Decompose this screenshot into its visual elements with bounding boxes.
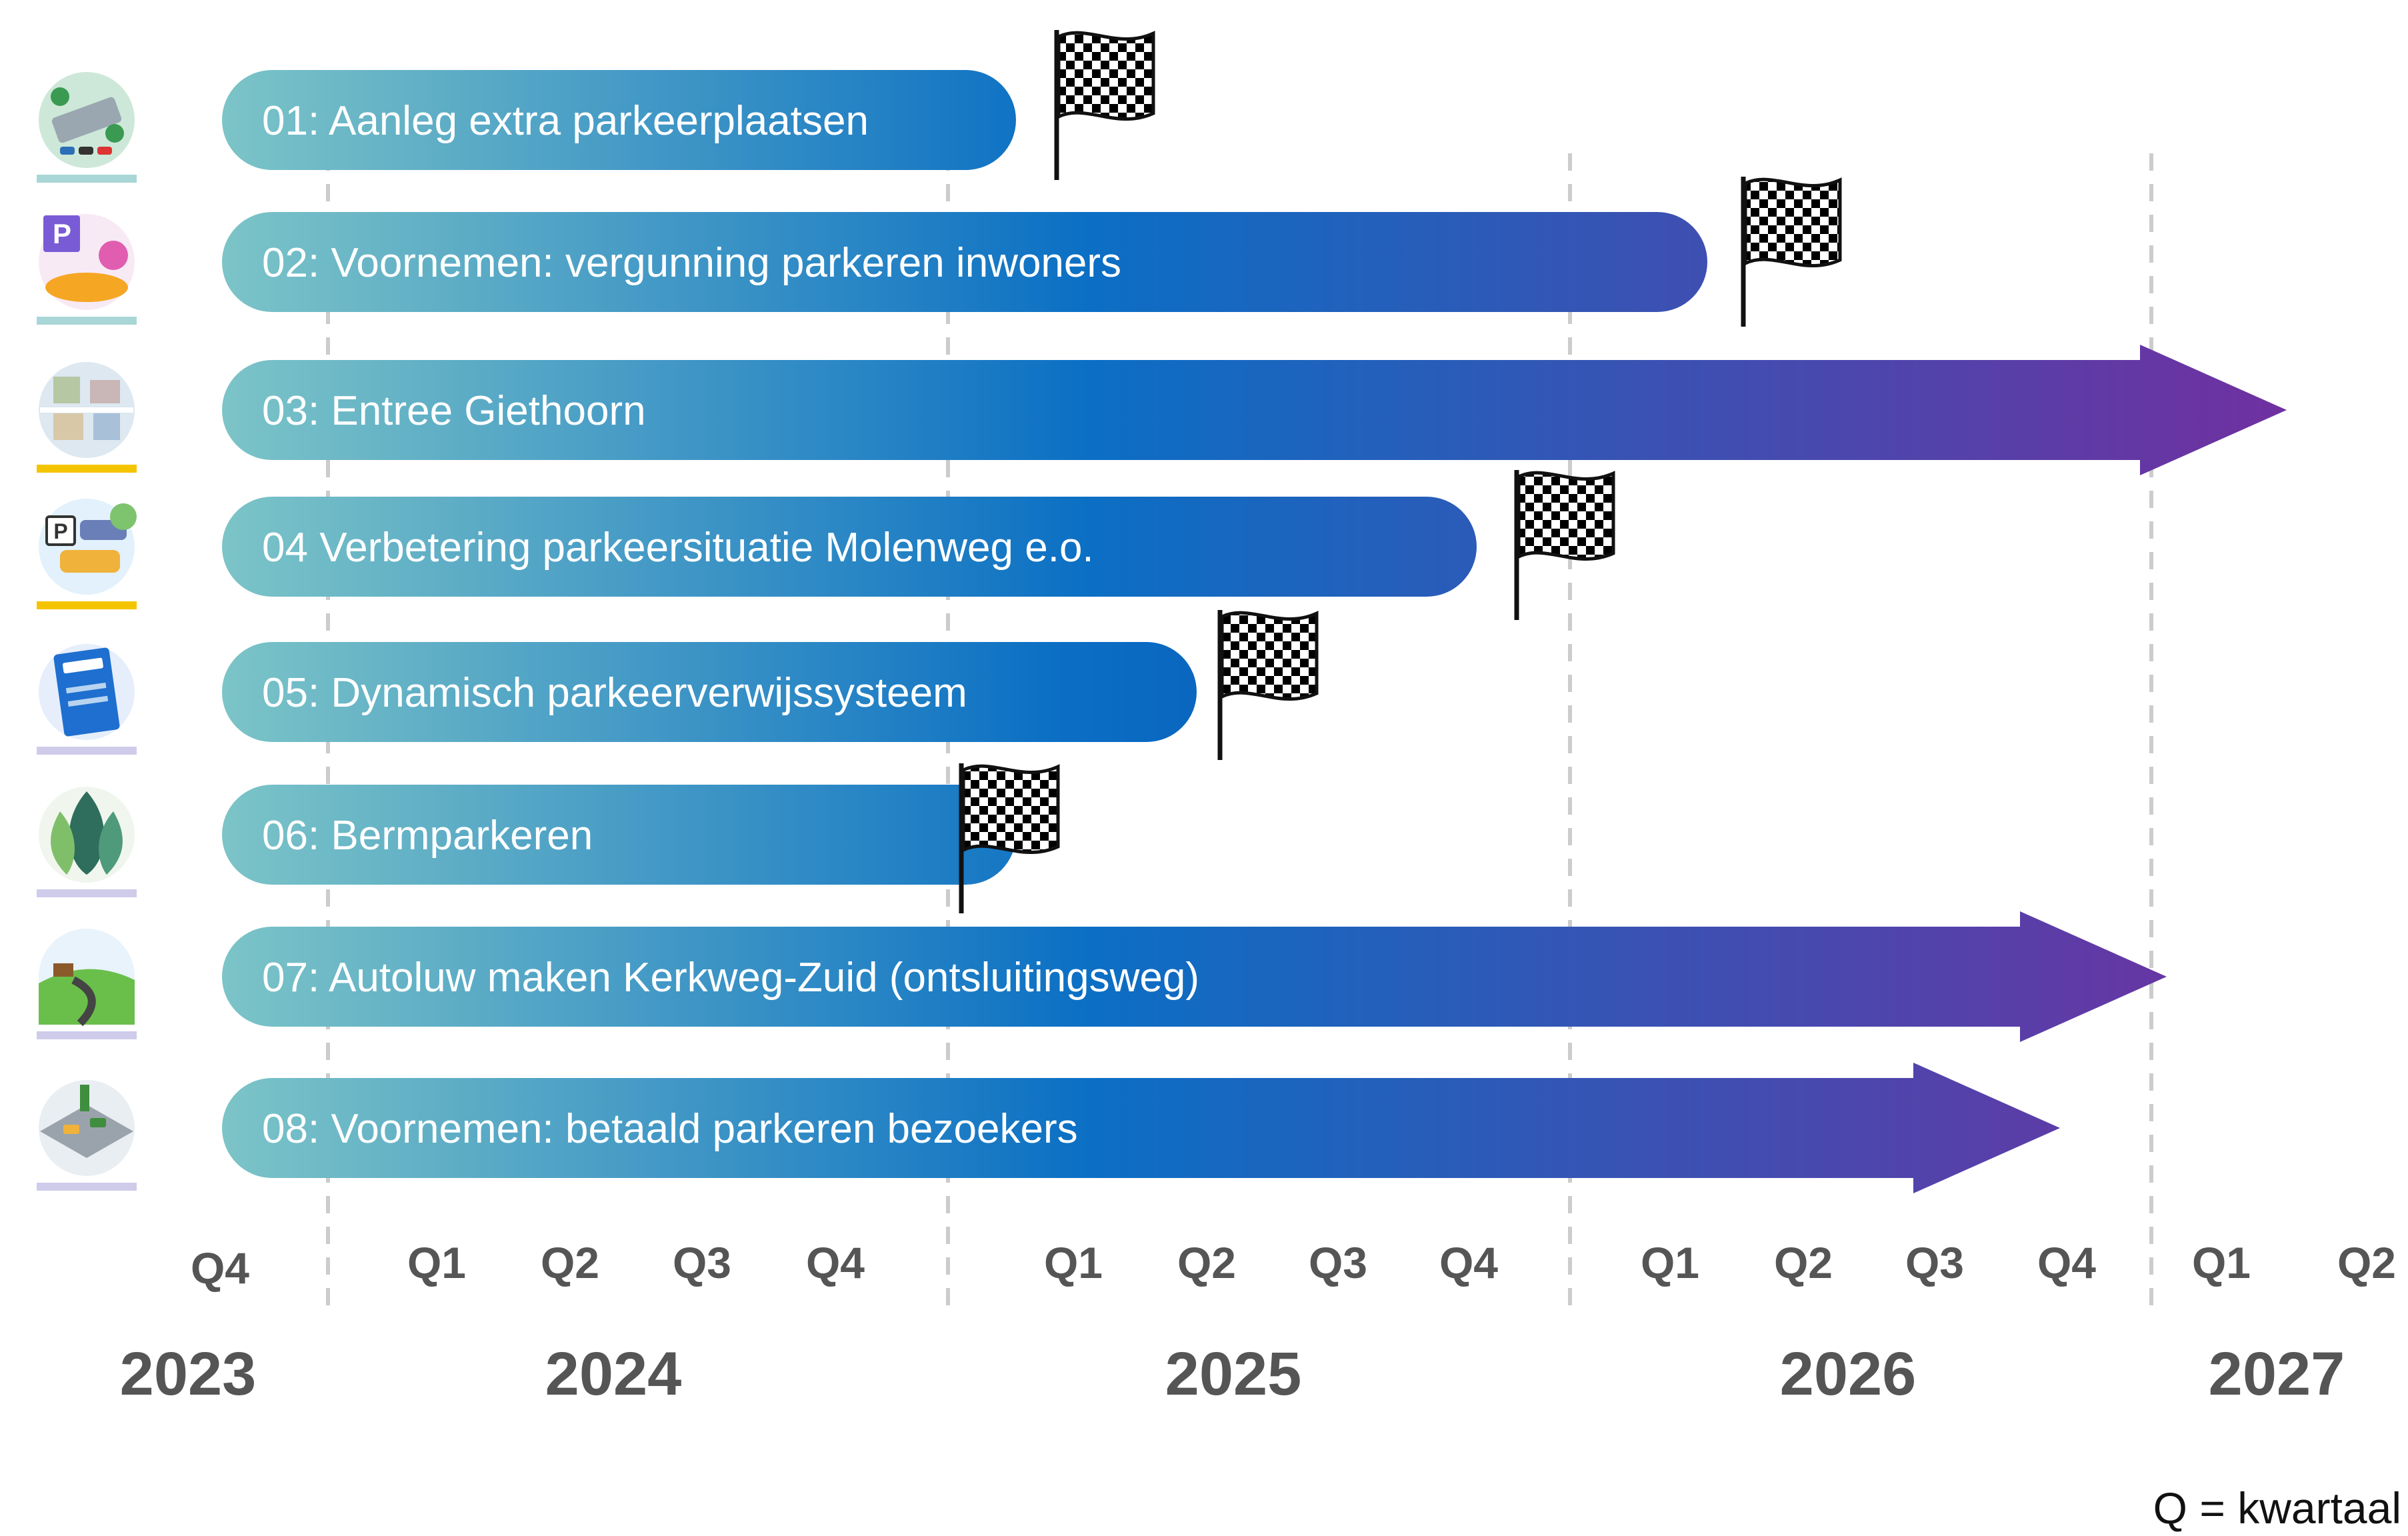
icon-underline [37, 317, 137, 325]
project-bar: 02: Voornemen: vergunning parkeren inwon… [222, 212, 1707, 312]
project-bar-label: 04 Verbetering parkeersituatie Molenweg … [262, 525, 1094, 571]
finish-flag-icon [1514, 470, 1615, 620]
project-bar: 08: Voornemen: betaald parkeren bezoeker… [222, 1063, 2060, 1193]
project-bar-label: 03: Entree Giethoorn [262, 388, 646, 434]
year-labels: 2023 2024 2025 2026 2027 [120, 1340, 2345, 1408]
project-bars: 01: Aanleg extra parkeerplaatsen 02: Voor… [222, 30, 2287, 1193]
project-bar: 04 Verbetering parkeersituatie Molenweg … [222, 497, 1477, 597]
icon-underline [37, 175, 137, 183]
project-bar-shape [222, 785, 1016, 885]
project-bar-shape [222, 345, 2287, 475]
finish-flag-icon [1217, 610, 1319, 760]
project-bar-label: 05: Dynamisch parkeerverwijssysteem [262, 670, 967, 716]
country-road-icon [37, 929, 137, 1039]
project-bar: 03: Entree Giethoorn [222, 345, 2287, 475]
icon-underline [37, 747, 137, 755]
project-bar: 07: Autoluw maken Kerkweg-Zuid (ontsluit… [222, 911, 2167, 1042]
project-bar-shape [222, 497, 1477, 597]
paid-parking-icon [37, 1080, 137, 1191]
quarter-legend-note: Q = kwartaal [2153, 1483, 2401, 1533]
year-label: 2024 [545, 1340, 682, 1408]
quarter-label: Q1 [1641, 1238, 1699, 1287]
quarter-label: Q2 [1774, 1238, 1833, 1287]
finish-flag-icon [959, 763, 1060, 913]
project-bar-label: 06: Bermparkeren [262, 813, 593, 859]
project-bar-label: 07: Autoluw maken Kerkweg-Zuid (ontsluit… [262, 955, 1199, 1001]
icon-underline [37, 465, 137, 473]
project-icons: PP [37, 72, 137, 1191]
project-bar-label: 01: Aanleg extra parkeerplaatsen [262, 98, 869, 144]
quarter-label: Q4 [806, 1238, 865, 1287]
icon-underline [37, 601, 137, 609]
year-label: 2026 [1780, 1340, 1917, 1408]
svg-text:P: P [53, 519, 67, 543]
project-bar-label: 02: Voornemen: vergunning parkeren inwon… [262, 240, 1121, 286]
finish-flag-icon [1054, 30, 1155, 180]
parking-permit-icon: P [37, 214, 137, 325]
quarter-label: Q2 [541, 1238, 599, 1287]
quarter-label: Q2 [1177, 1238, 1236, 1287]
finish-flag-icon [1741, 177, 1842, 327]
icon-underline [37, 1031, 137, 1039]
project-bar: 05: Dynamisch parkeerverwijssysteem [222, 642, 1197, 742]
project-bar-shape [222, 70, 1016, 170]
guidance-sign-icon [37, 644, 137, 755]
quarter-labels: Q4 Q1 Q2 Q3 Q4 Q1 Q2 Q3 Q4 Q1 Q2 Q3 Q4 Q1 Q2 [191, 1238, 2396, 1293]
project-bar: 06: Bermparkeren [222, 785, 1016, 885]
project-bar-shape [222, 212, 1707, 312]
quarter-label: Q2 [2337, 1238, 2396, 1287]
svg-text:P: P [53, 218, 71, 249]
project-bar-shape [222, 1063, 2060, 1193]
quarter-label: Q4 [2037, 1238, 2096, 1287]
quarter-label: Q3 [673, 1238, 731, 1287]
icon-underline [37, 889, 137, 897]
project-bar-shape [222, 911, 2167, 1042]
year-label: 2023 [120, 1340, 257, 1408]
quarter-label: Q3 [1309, 1238, 1367, 1287]
parking-lot-icon [37, 72, 137, 183]
quarter-label: Q1 [2192, 1238, 2251, 1287]
plants-icon [37, 787, 137, 897]
quarter-label: Q1 [1044, 1238, 1103, 1287]
village-map-icon [37, 362, 137, 473]
project-bar: 01: Aanleg extra parkeerplaatsen [222, 70, 1016, 170]
quarter-label: Q4 [1439, 1238, 1498, 1287]
quarter-label: Q3 [1905, 1238, 1964, 1287]
year-label: 2025 [1165, 1340, 1302, 1408]
icon-underline [37, 1183, 137, 1191]
quarter-label: Q4 [191, 1243, 249, 1293]
project-bar-label: 08: Voornemen: betaald parkeren bezoeker… [262, 1106, 1078, 1152]
year-label: 2027 [2209, 1340, 2345, 1408]
project-bar-shape [222, 642, 1197, 742]
parking-area-icon: P [37, 499, 137, 609]
quarter-label: Q1 [407, 1238, 466, 1287]
